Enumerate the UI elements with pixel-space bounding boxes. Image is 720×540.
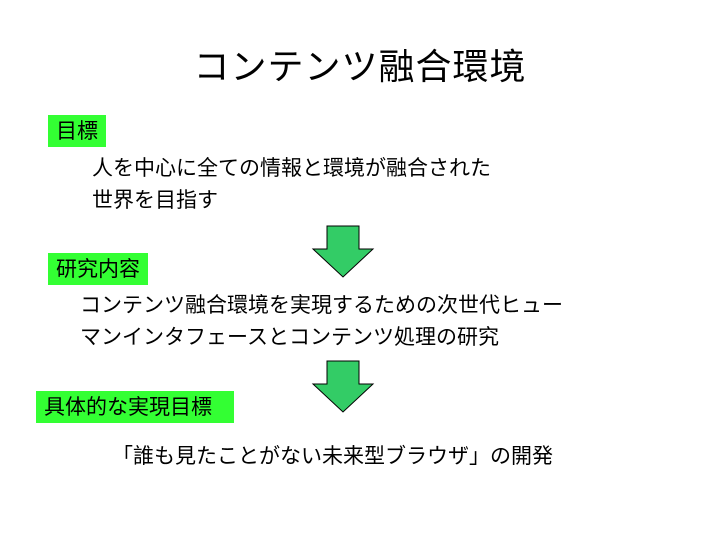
research-line-2: マンインタフェースとコンテンツ処理の研究 [80, 325, 499, 349]
goal-line-1: 人を中心に全ての情報と環境が融合された [92, 156, 491, 180]
down-arrow-icon [311, 225, 375, 278]
slide-title: コンテンツ融合環境 [193, 47, 527, 88]
down-arrow-icon [311, 360, 375, 413]
goal-line-2: 世界を目指す [92, 188, 218, 212]
goal-label: 目標 [48, 115, 106, 147]
concrete-goal-label: 具体的な実現目標 [36, 391, 234, 423]
concrete-goal-line: 「誰も見たことがない未来型ブラウザ」の開発 [112, 444, 553, 468]
research-content-label: 研究内容 [48, 253, 148, 285]
research-line-1: コンテンツ融合環境を実現するための次世代ヒュー [80, 293, 563, 317]
